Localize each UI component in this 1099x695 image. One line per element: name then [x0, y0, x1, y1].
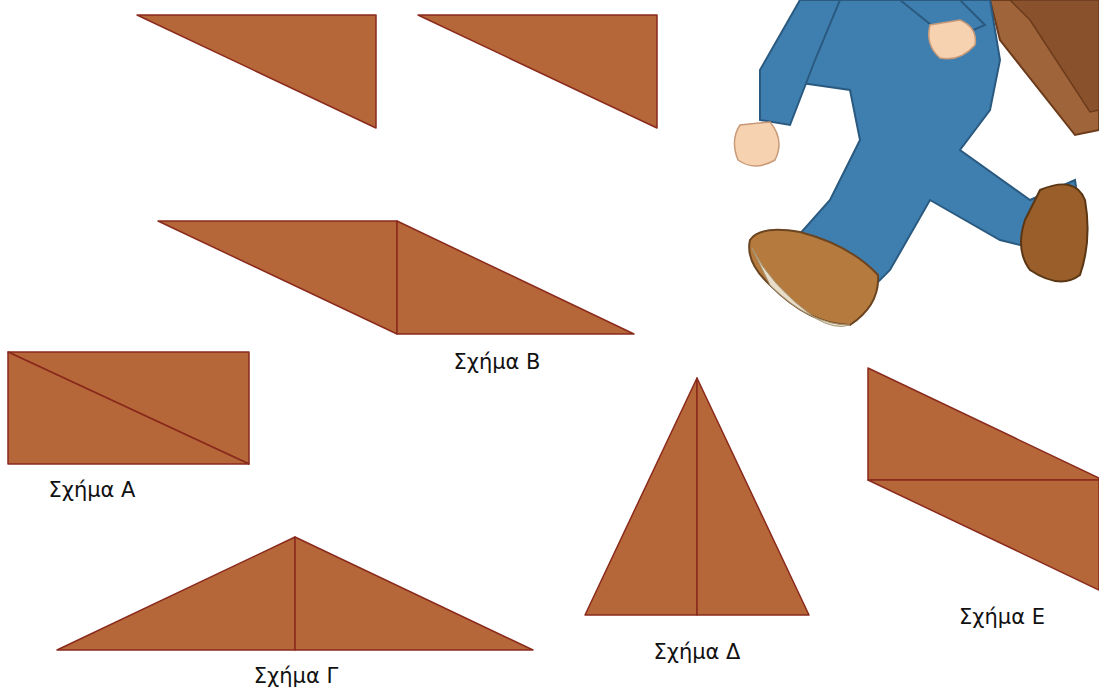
shape-caption: Σχήμα Α	[49, 478, 136, 503]
carpenter-figure	[734, 0, 1099, 326]
shape-caption: Σχήμα Γ	[254, 664, 338, 689]
triangle-piece	[868, 480, 1099, 590]
triangle-piece	[397, 221, 634, 334]
triangle-piece	[697, 378, 809, 615]
triangle-piece	[57, 537, 295, 650]
triangle-piece	[868, 368, 1099, 480]
triangle-piece	[295, 537, 533, 650]
shape-caption: Σχήμα Β	[454, 350, 541, 375]
triangle-piece	[158, 221, 397, 334]
shape-caption: Σχήμα Ε	[959, 605, 1045, 630]
triangle-piece	[585, 378, 697, 615]
triangle-piece	[137, 15, 376, 128]
shape-caption: Σχήμα Δ	[654, 640, 741, 665]
triangle-piece	[8, 352, 249, 464]
triangle-piece	[8, 352, 249, 464]
triangle-piece	[418, 15, 657, 128]
